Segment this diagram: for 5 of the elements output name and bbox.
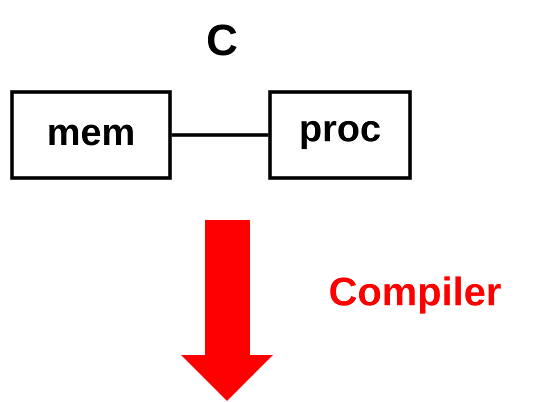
component-box: proc xyxy=(268,90,412,180)
title: C xyxy=(208,24,237,56)
process-label: Compiler xyxy=(330,276,501,314)
component-box: mem xyxy=(10,90,172,180)
connector-line xyxy=(172,133,268,137)
